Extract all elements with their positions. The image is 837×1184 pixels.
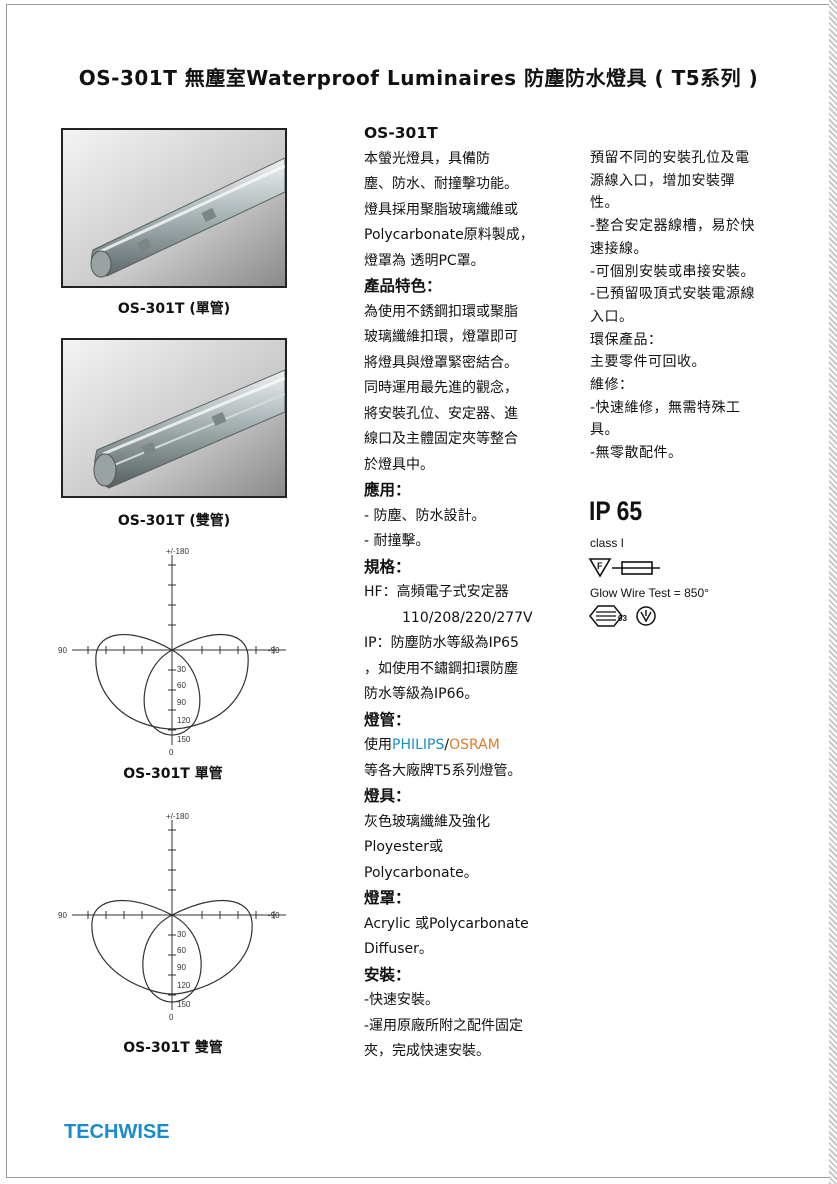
polar-left-label: 90 — [58, 646, 67, 655]
caption-polar-double: OS-301T 雙管 — [123, 1040, 223, 1056]
right-line: -快速維修，無需特殊工 — [590, 399, 741, 416]
polar-ring-label: 120 — [177, 716, 191, 725]
polar-ring-label: 150 — [177, 1000, 191, 1009]
tube-line: 等各大廠牌T5系列燈管。 — [364, 762, 522, 779]
philips-brand: PHILIPS — [392, 737, 445, 753]
spec-line: ，如使用不鏽鋼扣環防塵 — [364, 660, 518, 677]
polar-right-label: -90 — [268, 911, 280, 920]
polar-diagram-single: +/-180 90 -90 30 60 90 120 150 0 — [58, 547, 286, 757]
tube-slash: / — [444, 737, 450, 753]
right-line: -無零散配件。 — [590, 445, 683, 462]
class-label: class I — [590, 536, 625, 550]
polar-ring-label: 60 — [177, 946, 186, 955]
polar-right-label: -90 — [268, 646, 280, 655]
tube-heading: 燈管： — [364, 710, 411, 729]
spec-line: IP：防塵防水等級為IP65 — [364, 635, 519, 651]
body-line: Ployester或 — [364, 839, 443, 855]
polar-ring-label: 90 — [177, 963, 186, 972]
application-line: - 耐撞擊。 — [364, 533, 430, 549]
polar-diagram-double: +/-180 90 -90 30 60 90 120 150 0 — [58, 812, 286, 1022]
install-line: -快速安裝。 — [364, 992, 440, 1008]
intro-line: 塵、防水、耐撞擊功能。 — [364, 176, 518, 192]
ip-rating: IP 65 — [589, 496, 643, 526]
right-line: 入口。 — [590, 308, 634, 325]
right-line: 具。 — [590, 422, 619, 439]
cover-line: Diffuser。 — [364, 941, 433, 957]
feature-line: 同時運用最先進的觀念， — [364, 380, 518, 396]
polar-ring-label: 30 — [177, 665, 186, 674]
polar-ring-label: 60 — [177, 681, 186, 690]
right-line: 維修： — [590, 377, 634, 394]
svg-text:F: F — [597, 561, 603, 571]
polar-ring-label: 90 — [177, 698, 186, 707]
feature-line: 將安裝孔位、安定器、進 — [364, 405, 518, 422]
spec-heading: 規格： — [364, 557, 411, 576]
cert-number: 03 — [618, 614, 627, 623]
polar-bottom-label: 0 — [169, 1013, 174, 1022]
certification-marks-icon: 03 — [589, 605, 656, 627]
right-line: 預留不同的安裝孔位及電 — [590, 150, 750, 166]
f-mark-fuse-icon: F — [588, 558, 660, 578]
feature-line: 將燈具與燈罩緊密結合。 — [364, 354, 518, 371]
brand-logo: TECHWISE — [64, 1121, 170, 1143]
right-line: -整合安定器線槽，易於快 — [590, 218, 756, 235]
polar-top-label: +/-180 — [166, 547, 189, 556]
glow-wire-text: Glow Wire Test = 850° — [590, 586, 709, 600]
polar-bottom-label: 0 — [169, 748, 174, 757]
install-line: -運用原廠所附之配件固定 — [364, 1017, 524, 1034]
tube-prefix: 使用 — [364, 737, 392, 753]
intro-line: 本螢光燈具，具備防 — [364, 150, 490, 167]
body-line: 灰色玻璃纖維及強化 — [364, 813, 490, 830]
right-line: 速接線。 — [590, 240, 648, 257]
spec-column-right: 預留不同的安裝孔位及電 源線入口，增加安裝彈 性。 -整合安定器線槽，易於快 速… — [590, 147, 755, 465]
feature-line: 於燈具中。 — [364, 456, 434, 473]
tube-line: 使用PHILIPS/OSRAM — [364, 733, 534, 759]
install-heading: 安裝： — [364, 965, 411, 984]
polar-top-label: +/-180 — [166, 812, 189, 821]
polar-left-label: 90 — [58, 911, 67, 920]
right-line: 主要零件可回收。 — [590, 354, 706, 371]
polar-ring-label: 120 — [177, 981, 191, 990]
caption-double: OS-301T (雙管) — [117, 513, 231, 529]
right-line: -可個別安裝或串接安裝。 — [590, 263, 756, 280]
right-line: 源線入口，增加安裝彈 — [590, 172, 735, 189]
install-line: 夾，完成快速安裝。 — [364, 1043, 490, 1059]
intro-line: 燈具採用聚脂玻璃纖維或 — [364, 201, 518, 218]
body-line: Polycarbonate。 — [364, 864, 478, 881]
application-line: - 防塵、防水設計。 — [364, 507, 486, 524]
right-line: -已預留吸頂式安裝電源線 — [590, 286, 756, 303]
application-heading: 應用： — [364, 481, 411, 499]
spec-line: 110/208/220/277V — [402, 609, 533, 626]
edge-stripe — [829, 0, 837, 1184]
body-heading: 燈具： — [364, 787, 411, 805]
osram-brand: OSRAM — [449, 737, 500, 753]
model-heading: OS-301T — [364, 124, 438, 142]
spec-line: 防水等級為IP66。 — [364, 686, 479, 702]
feature-line: 為使用不銹鋼扣環或聚脂 — [364, 303, 518, 320]
caption-polar-single: OS-301T 單管 — [123, 766, 223, 782]
polar-ring-label: 30 — [177, 930, 186, 939]
spec-line: HF：高頻電子式安定器 — [364, 584, 509, 600]
caption-single: OS-301T (單管) — [117, 301, 231, 317]
product-photo-double — [61, 338, 287, 498]
feature-line: 線口及主體固定夾等整合 — [364, 431, 518, 447]
cover-heading: 燈罩： — [364, 889, 411, 907]
product-photo-single — [61, 128, 287, 288]
features-heading: 產品特色： — [364, 277, 442, 295]
intro-line: 燈罩為 透明PC罩。 — [364, 252, 485, 269]
right-line: 環保產品： — [590, 331, 663, 348]
right-line: 性。 — [590, 195, 619, 212]
intro-line: Polycarbonate原料製成， — [364, 227, 534, 243]
feature-line: 玻璃纖維扣環，燈罩即可 — [364, 329, 518, 345]
page-title: OS-301T 無塵室Waterproof Luminaires 防塵防水燈具 … — [78, 66, 759, 90]
spec-column-middle: OS-301T 本螢光燈具，具備防 塵、防水、耐撞擊功能。 燈具採用聚脂玻璃纖維… — [364, 121, 534, 1065]
polar-ring-label: 150 — [177, 735, 191, 744]
cover-line: Acrylic 或Polycarbonate — [364, 915, 529, 932]
